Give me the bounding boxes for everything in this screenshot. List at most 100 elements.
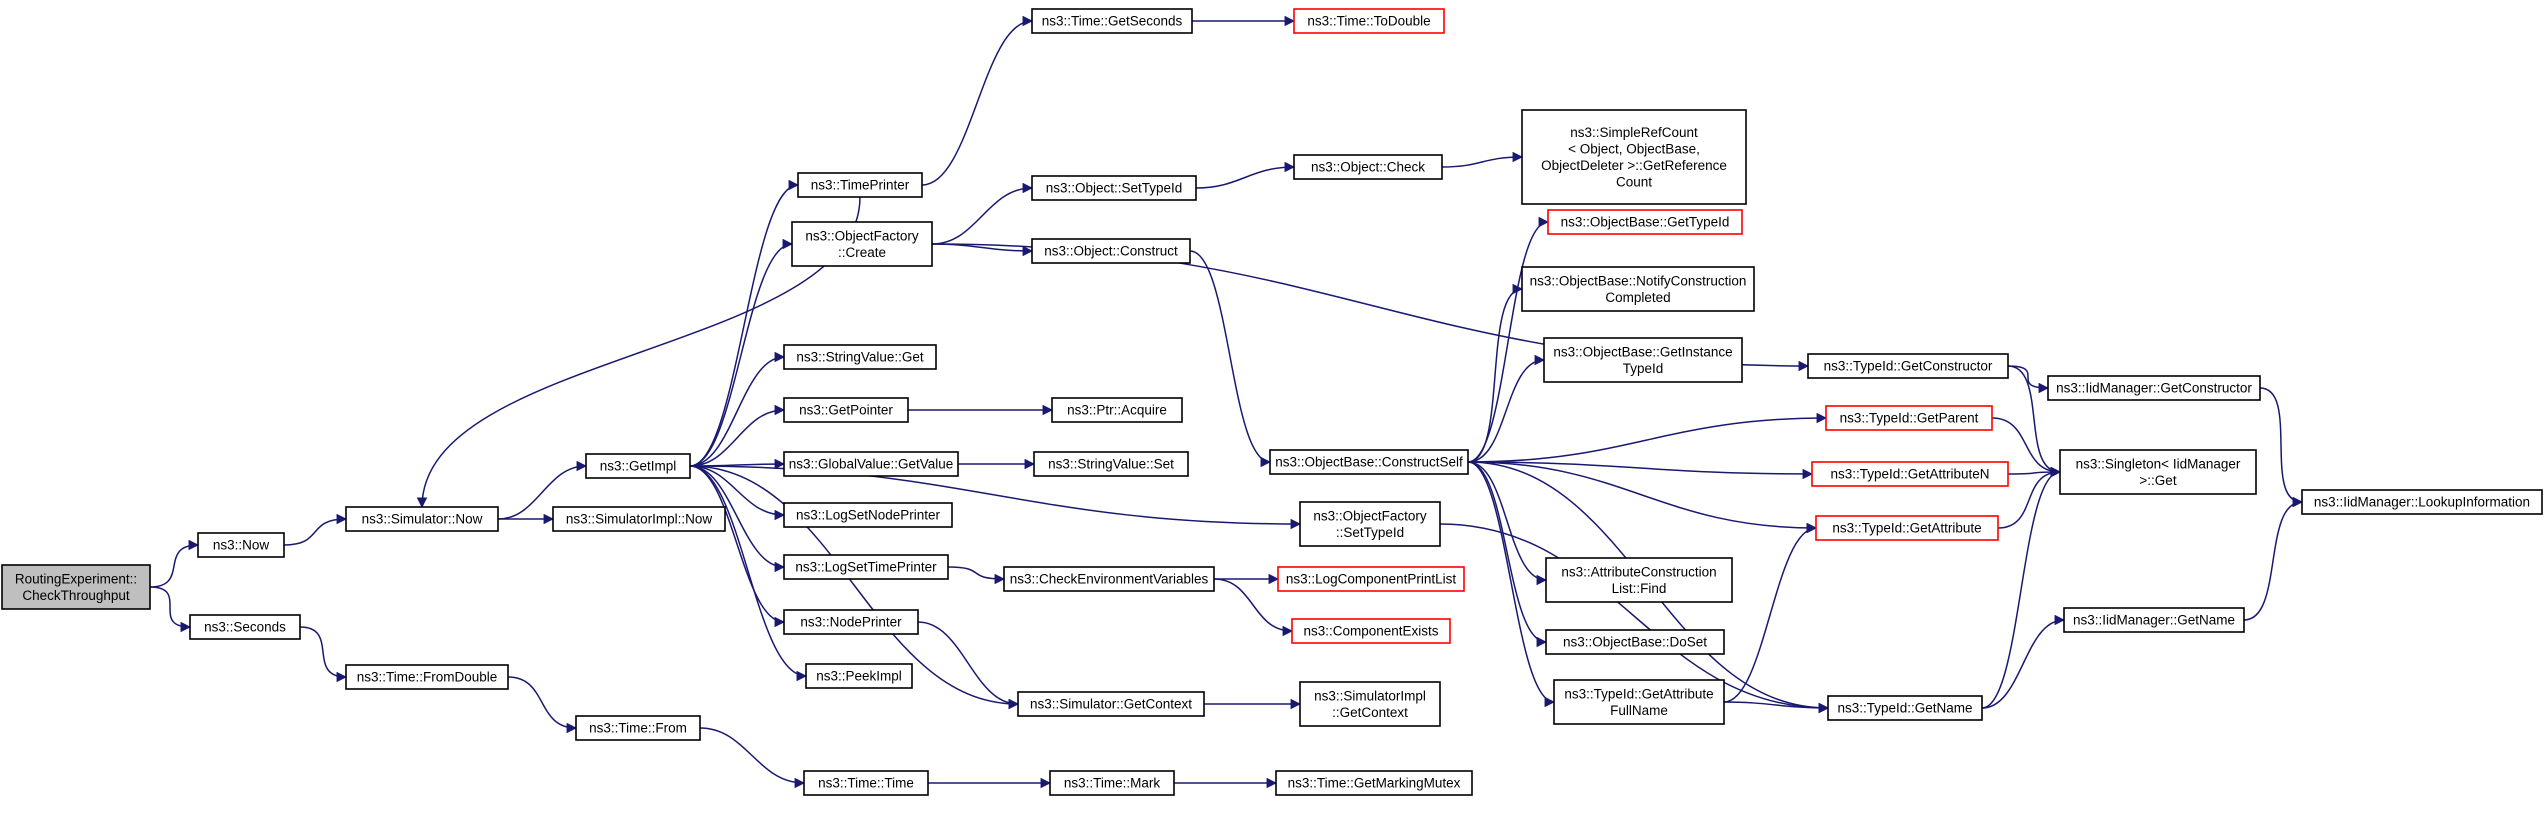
node-label-line: ns3::LogSetTimePrinter xyxy=(795,560,937,575)
node-ob-gettypeid[interactable]: ns3::ObjectBase::GetTypeId xyxy=(1547,209,1743,235)
node-obj-check[interactable]: ns3::Object::Check xyxy=(1293,154,1443,180)
node-simimpl-getcontext[interactable]: ns3::SimulatorImpl::GetContext xyxy=(1299,681,1441,727)
node-label-line: ns3::ObjectFactory xyxy=(1313,508,1427,523)
node-label-line: ns3::GetImpl xyxy=(600,459,677,474)
node-getmarkingmutex[interactable]: ns3::Time::GetMarkingMutex xyxy=(1275,770,1473,796)
edge-ob_constructself-to-tid_getattributen xyxy=(1467,461,1814,480)
node-compexists[interactable]: ns3::ComponentExists xyxy=(1291,618,1451,644)
node-box xyxy=(1815,515,1999,541)
node-label-line: ns3::TimePrinter xyxy=(811,178,910,193)
node-singleton-get[interactable]: ns3::Singleton< IidManager >::Get xyxy=(2059,449,2257,495)
node-label-line: ns3::ObjectBase::GetInstance xyxy=(1553,344,1732,359)
node-tid-getattributen[interactable]: ns3::TypeId::GetAttributeN xyxy=(1811,461,2009,487)
node-box xyxy=(1299,681,1441,727)
node-label-line: ns3::Now xyxy=(213,538,270,553)
node-getpointer[interactable]: ns3::GetPointer xyxy=(783,397,909,423)
node-ob-doset[interactable]: ns3::ObjectBase::DoSet xyxy=(1545,629,1725,655)
node-label-line: ns3::Time::Mark xyxy=(1064,776,1161,791)
edge-now-to-sim_now xyxy=(283,513,348,546)
node-label-line: ns3::Time::GetSeconds xyxy=(1042,14,1183,29)
node-label-line: ns3::NodePrinter xyxy=(800,615,902,630)
node-box xyxy=(1003,566,1215,592)
node-tid-getname[interactable]: ns3::TypeId::GetName xyxy=(1827,695,1983,721)
node-ob-notify[interactable]: ns3::ObjectBase::NotifyConstructionCompl… xyxy=(1521,266,1755,312)
node-box xyxy=(1547,209,1743,235)
node-sim-getcontext[interactable]: ns3::Simulator::GetContext xyxy=(1017,691,1205,717)
node-box xyxy=(2059,449,2257,495)
node-peekimpl[interactable]: ns3::PeekImpl xyxy=(805,663,913,689)
node-label-line: RoutingExperiment:: xyxy=(15,571,137,586)
node-fromdouble[interactable]: ns3::Time::FromDouble xyxy=(345,664,509,690)
node-logsetnode[interactable]: ns3::LogSetNodePrinter xyxy=(783,502,953,528)
node-time-todouble[interactable]: ns3::Time::ToDouble xyxy=(1293,8,1445,34)
node-label-line: ns3::Time::Time xyxy=(818,776,914,791)
node-label-line: ns3::Time::FromDouble xyxy=(357,670,498,685)
edge-tid_getname-to-singleton_get xyxy=(1981,466,2062,709)
node-box xyxy=(1291,618,1451,644)
node-gv-getvalue[interactable]: ns3::GlobalValue::GetValue xyxy=(783,451,959,477)
node-iid-getname[interactable]: ns3::IidManager::GetName xyxy=(2063,607,2245,633)
node-time-from[interactable]: ns3::Time::From xyxy=(575,715,701,741)
node-box xyxy=(345,664,509,690)
edge-getimpl-to-sim_getcontext xyxy=(689,465,1020,710)
node-box xyxy=(803,770,929,796)
edge-of_create-to-obj_settypeid xyxy=(931,182,1034,245)
node-checkenv[interactable]: ns3::CheckEnvironmentVariables xyxy=(1003,566,1215,592)
node-time-getseconds[interactable]: ns3::Time::GetSeconds xyxy=(1031,8,1193,34)
edge-getimpl-to-logsettime xyxy=(689,465,786,573)
node-obj-construct[interactable]: ns3::Object::Construct xyxy=(1031,238,1191,264)
node-obj-settypeid[interactable]: ns3::Object::SetTypeId xyxy=(1031,175,1197,201)
node-getimpl[interactable]: ns3::GetImpl xyxy=(585,453,691,479)
node-box xyxy=(1017,691,1205,717)
node-sv-get[interactable]: ns3::StringValue::Get xyxy=(783,344,937,370)
node-label-line: ns3::TypeId::GetAttribute xyxy=(1564,686,1713,701)
node-sv-set[interactable]: ns3::StringValue::Set xyxy=(1033,451,1189,477)
node-of-create[interactable]: ns3::ObjectFactory::Create xyxy=(791,221,933,267)
node-label-line: ns3::AttributeConstruction xyxy=(1561,564,1716,579)
node-of-settypeid[interactable]: ns3::ObjectFactory::SetTypeId xyxy=(1299,501,1441,547)
node-label-line: List::Find xyxy=(1612,581,1667,596)
node-label-line: >::Get xyxy=(2139,473,2176,488)
node-tid-getconstructor[interactable]: ns3::TypeId::GetConstructor xyxy=(1807,353,2009,379)
node-root[interactable]: RoutingExperiment::CheckThroughput xyxy=(1,564,151,610)
node-label-line: ns3::PeekImpl xyxy=(816,669,902,684)
node-sim-now[interactable]: ns3::Simulator::Now xyxy=(345,506,499,532)
edge-getimpl-to-sv_get xyxy=(689,351,786,467)
edge-checkenv-to-compexists xyxy=(1213,578,1294,637)
node-label-line: ns3::CheckEnvironmentVariables xyxy=(1010,572,1209,587)
node-simimpl-now[interactable]: ns3::SimulatorImpl::Now xyxy=(552,506,726,532)
node-label-line: ns3::Seconds xyxy=(204,620,286,635)
node-ob-constructself[interactable]: ns3::ObjectBase::ConstructSelf xyxy=(1269,449,1469,475)
node-iid-getconstructor[interactable]: ns3::IidManager::GetConstructor xyxy=(2047,375,2261,401)
node-box xyxy=(1269,449,1469,475)
node-now[interactable]: ns3::Now xyxy=(197,532,285,558)
node-nodeprinter[interactable]: ns3::NodePrinter xyxy=(783,609,919,635)
node-box xyxy=(1825,405,1993,431)
node-box xyxy=(345,506,499,532)
node-label-line: ::GetContext xyxy=(1332,705,1408,720)
node-label-line: ns3::Simulator::Now xyxy=(362,512,483,527)
edge-obj_settypeid-to-obj_check xyxy=(1195,161,1296,189)
node-logsettime[interactable]: ns3::LogSetTimePrinter xyxy=(783,554,949,580)
node-logcompprint[interactable]: ns3::LogComponentPrintList xyxy=(1277,566,1465,592)
node-iid-lookup[interactable]: ns3::IidManager::LookupInformation xyxy=(2301,489,2543,515)
node-ptr-acquire[interactable]: ns3::Ptr::Acquire xyxy=(1051,397,1183,423)
node-label-line: FullName xyxy=(1610,703,1668,718)
edge-getimpl-to-peekimpl xyxy=(689,465,808,682)
node-tid-getattribute[interactable]: ns3::TypeId::GetAttribute xyxy=(1815,515,1999,541)
node-label-line: ns3::ComponentExists xyxy=(1303,624,1438,639)
node-timeprinter[interactable]: ns3::TimePrinter xyxy=(797,172,923,198)
node-time-mark[interactable]: ns3::Time::Mark xyxy=(1049,770,1175,796)
node-tid-getparent[interactable]: ns3::TypeId::GetParent xyxy=(1825,405,1993,431)
node-box xyxy=(1521,109,1747,205)
node-seconds[interactable]: ns3::Seconds xyxy=(189,614,301,640)
node-srefcount[interactable]: ns3::SimpleRefCount< Object, ObjectBase,… xyxy=(1521,109,1747,205)
node-time-time[interactable]: ns3::Time::Time xyxy=(803,770,929,796)
edge-ob_constructself-to-ob_doset xyxy=(1467,461,1548,648)
node-label-line: < Object, ObjectBase, xyxy=(1568,141,1700,156)
node-box xyxy=(783,502,953,528)
edge-root-to-seconds xyxy=(149,586,192,633)
